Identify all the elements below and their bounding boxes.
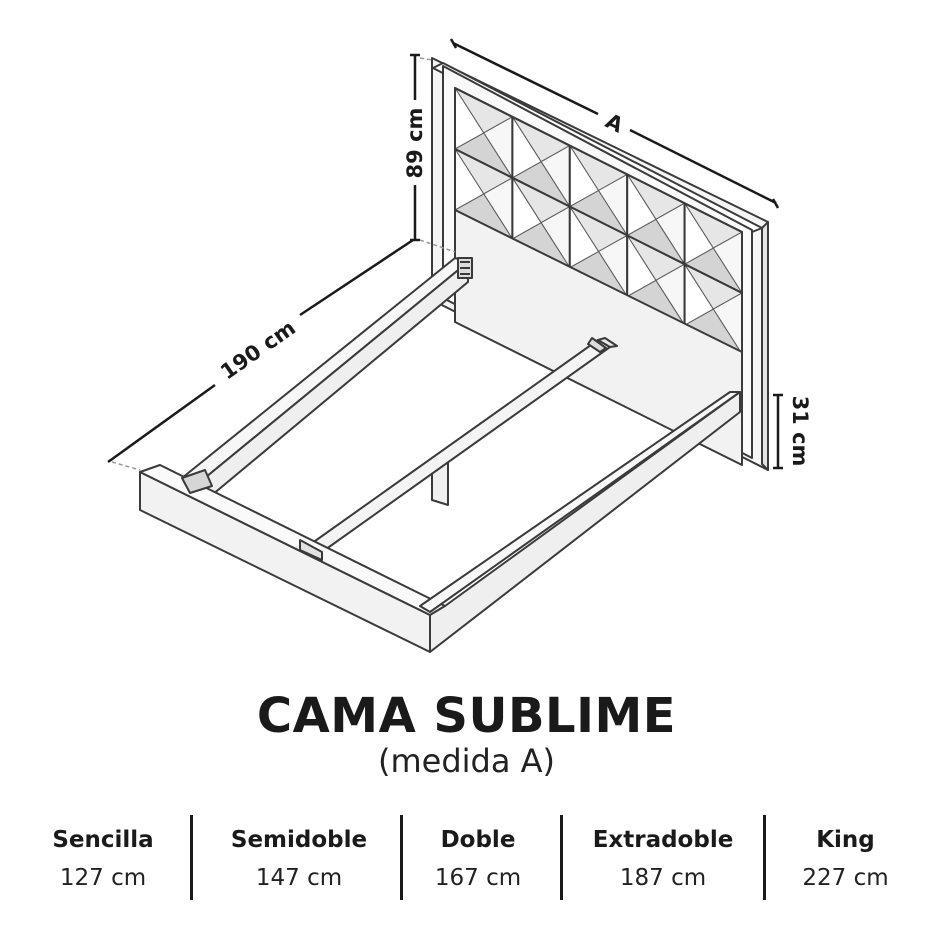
tuft-facet — [455, 88, 485, 150]
dim-label-length: 190 cm — [216, 316, 300, 385]
bed-base — [139, 391, 741, 653]
tuft-tile — [683, 263, 742, 352]
extension-lines — [111, 57, 456, 471]
dim-label-width: A — [602, 109, 628, 138]
size-value: 147 cm — [255, 865, 343, 891]
dimension-lines — [107, 38, 783, 470]
size-name: Semidoble — [230, 827, 368, 853]
tuft-facet — [455, 148, 485, 211]
size-divider — [560, 815, 563, 900]
size-name: Sencilla — [52, 827, 154, 853]
size-divider — [763, 815, 766, 900]
size-value: 227 cm — [802, 865, 889, 891]
size-doble: Doble 167 cm — [403, 815, 553, 900]
size-value: 187 cm — [619, 865, 707, 891]
size-divider — [190, 815, 193, 900]
size-name: King — [816, 827, 875, 853]
size-value: 167 cm — [434, 865, 522, 891]
product-title: CAMA SUBLIME — [256, 688, 677, 744]
size-name: Doble — [440, 827, 516, 853]
size-value: 127 cm — [59, 865, 147, 891]
size-king: King 227 cm — [766, 815, 925, 900]
size-semidoble: Semidoble 147 cm — [198, 815, 400, 900]
product-subtitle: (medida A) — [377, 742, 555, 780]
size-extradoble: Extradoble 187 cm — [563, 815, 763, 900]
size-divider — [400, 815, 403, 900]
headboard — [431, 57, 769, 471]
size-name: Extradoble — [592, 827, 734, 853]
size-sencilla: Sencilla 127 cm — [8, 815, 198, 900]
bed-diagram: A 89 cm 190 cm 31 cm — [107, 38, 812, 653]
dim-label-base-height: 31 cm — [788, 396, 812, 467]
size-table: Sencilla 127 cm Semidoble 147 cm Doble 1… — [8, 815, 925, 900]
headboard-tiles — [455, 88, 742, 352]
dim-label-headboard-height: 89 cm — [403, 108, 427, 179]
